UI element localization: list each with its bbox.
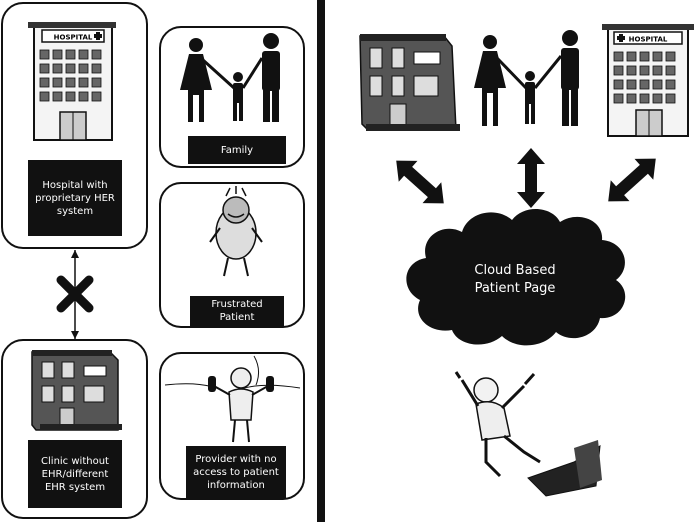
hospital-building-right-icon: HOSPITAL [602, 24, 694, 137]
blocked-connection-icon [56, 250, 94, 339]
cloud-label-line1: Cloud Based [474, 263, 556, 278]
cloud-label: Cloud Based Patient Page [440, 262, 590, 298]
clinic-building-right-icon [359, 34, 460, 131]
hospital-right-sign-text: HOSPITAL [629, 36, 668, 44]
provider-icon [164, 355, 301, 443]
provider-label: Provider with no access to patient infor… [186, 446, 286, 498]
clinic-building-icon [31, 350, 122, 431]
patient-label: Frustrated Patient [190, 296, 284, 326]
hospital-sign-text: HOSPITAL [54, 34, 93, 42]
clinic-label: Clinic without EHR/different EHR system [28, 440, 122, 508]
cloud-shape [406, 208, 626, 346]
happy-person-laptop-icon [454, 371, 602, 497]
vertical-divider [317, 0, 325, 522]
family-right-icon [474, 30, 579, 126]
family-icon [180, 33, 280, 122]
frustrated-patient-icon [209, 186, 263, 277]
hospital-label: Hospital with proprietary HER system [28, 160, 122, 236]
hospital-building-icon: HOSPITAL [28, 22, 116, 141]
bidirectional-arrows-icon [396, 148, 656, 208]
family-label: Family [188, 136, 286, 164]
cloud-label-line2: Patient Page [474, 281, 556, 296]
